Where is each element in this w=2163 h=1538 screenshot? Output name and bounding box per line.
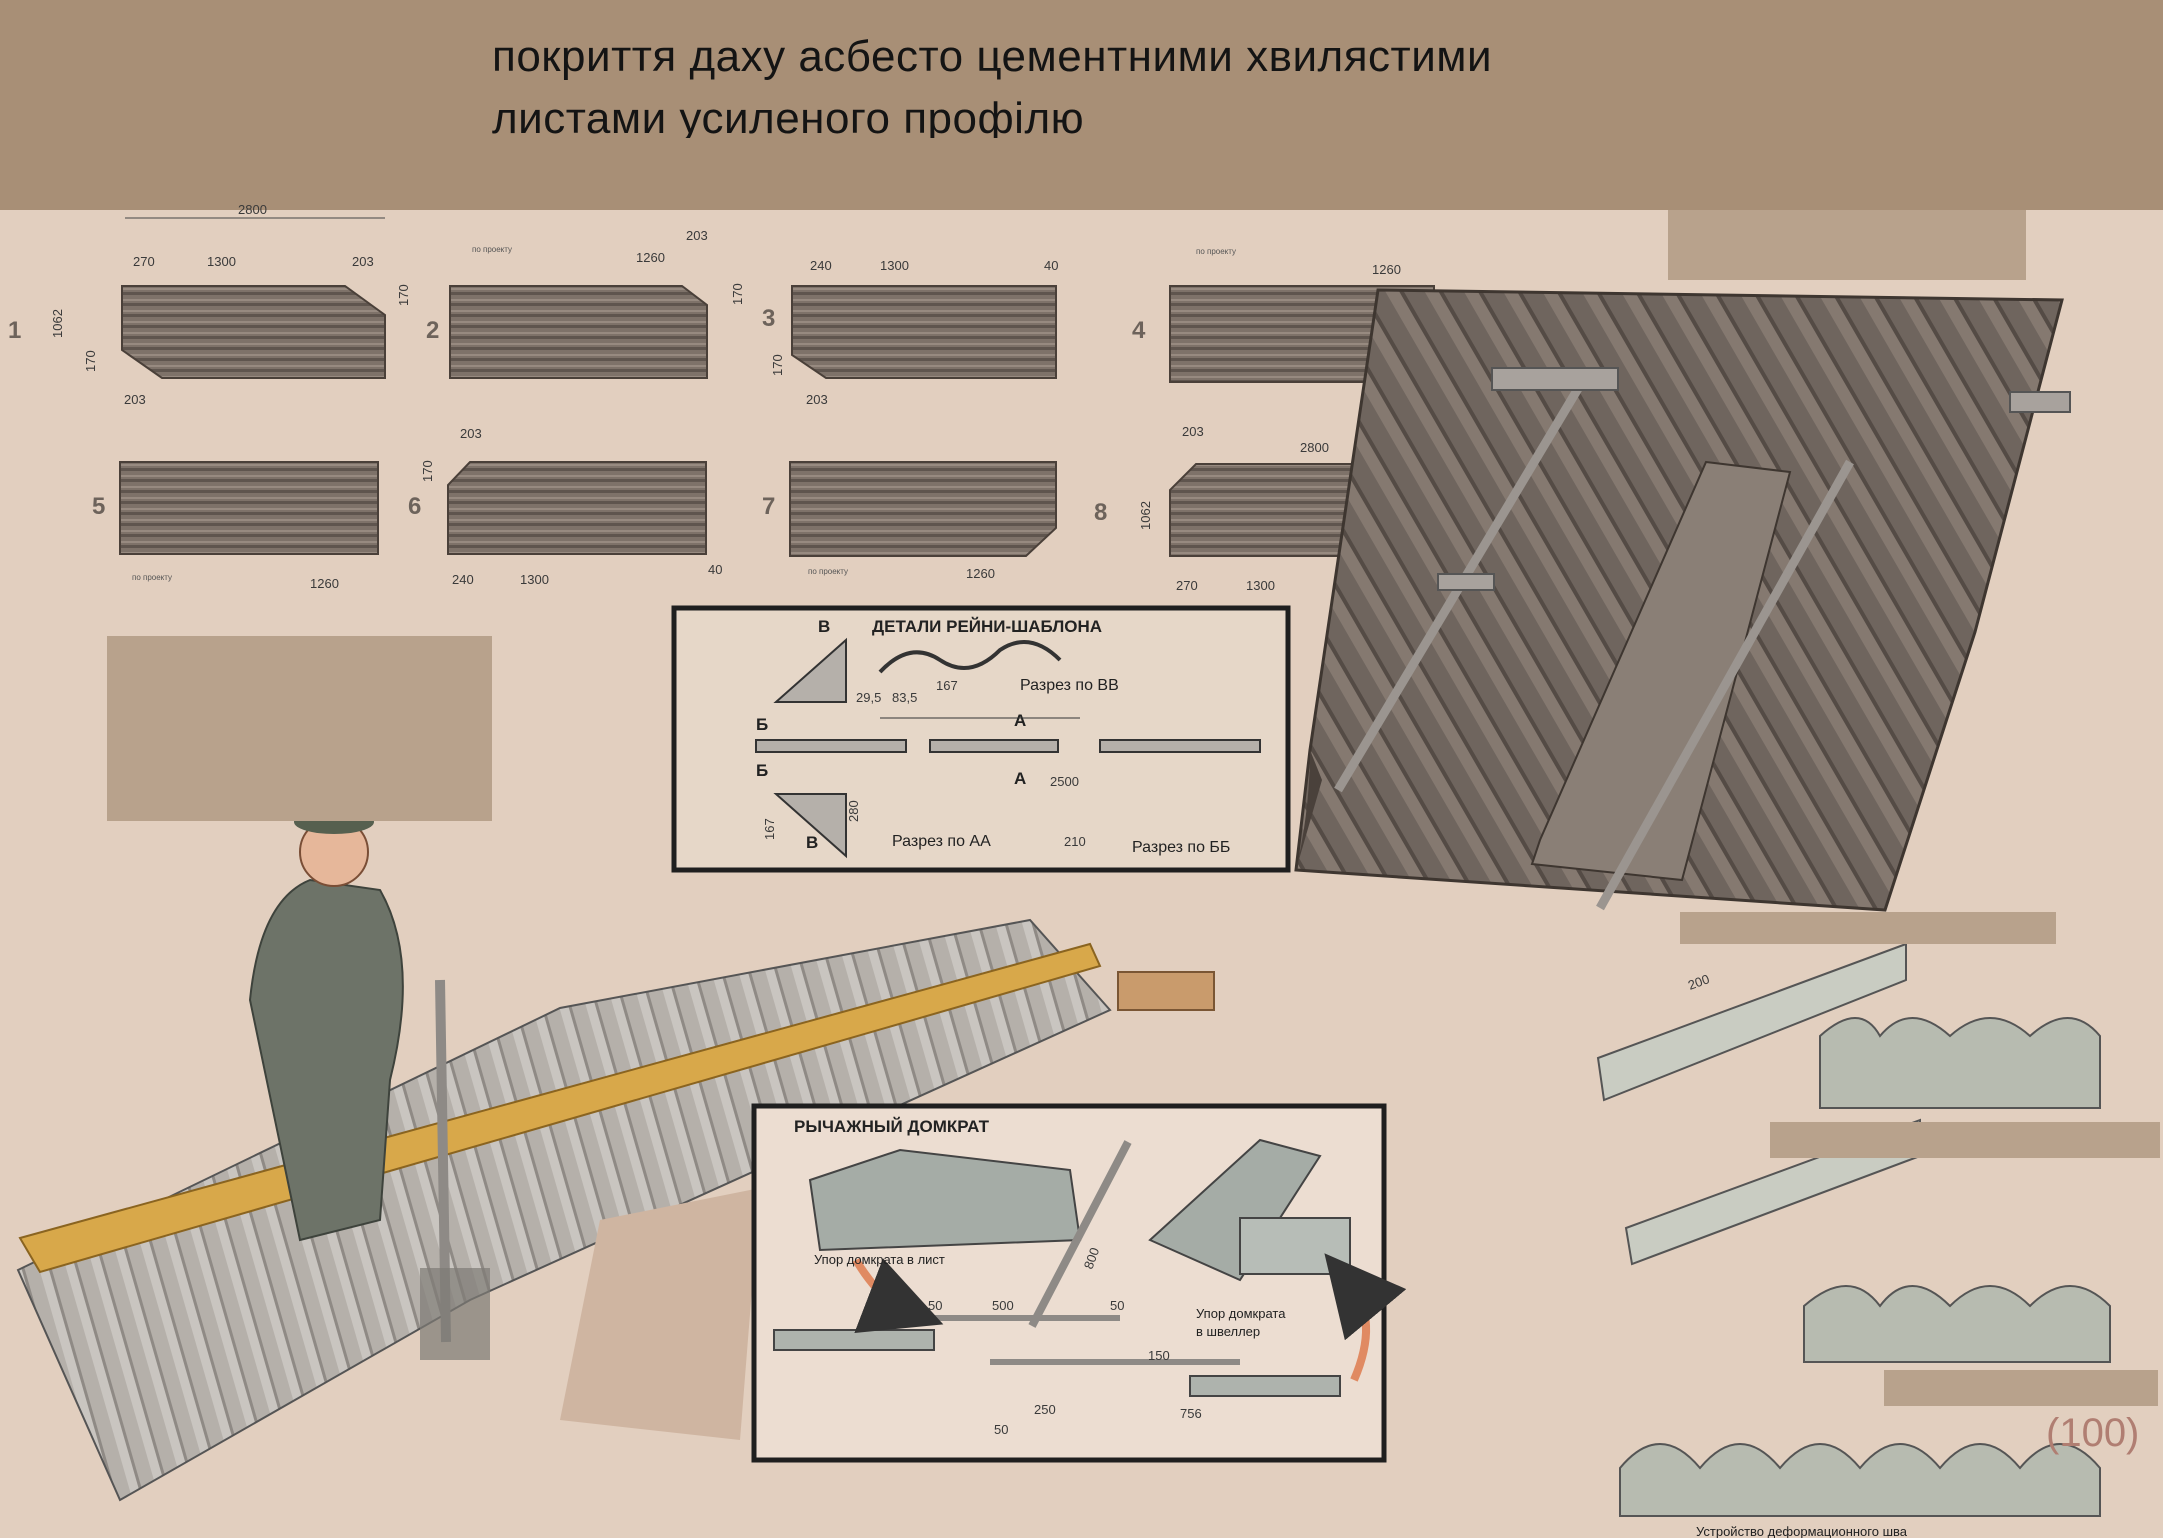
sheet-5-note: по проекту (132, 573, 172, 582)
sheet-6-dim-d: 1300 (520, 572, 549, 587)
overlay-patch-2 (107, 636, 492, 821)
sheet-8-dim-a: 203 (1182, 424, 1204, 439)
sheet-5: 5 по проекту 1260 (92, 461, 379, 591)
sheet-6-dim-b: 170 (420, 460, 435, 482)
template-dim-a: 29,5 (856, 690, 881, 705)
worker-scene (16, 810, 1215, 1502)
sheet-number-4: 4 (1132, 317, 1146, 344)
section-bb-label: Разрез по ББ (1132, 839, 1230, 856)
roof-installation-view (1294, 288, 2071, 912)
sheet-3-dim-e: 203 (806, 392, 828, 407)
sheet-7-dim-a: 1260 (966, 566, 995, 581)
sheet-1: 1 2800 270 1300 203 1062 170 170 203 (8, 202, 411, 407)
template-letter-v-bottom: В (806, 833, 818, 852)
section-vv-label: Разрез по ВВ (1020, 677, 1119, 694)
sheet-1-dim-c: 203 (352, 254, 374, 269)
sheet-1-dim-total: 2800 (238, 202, 267, 217)
sheet-6-dim-a: 203 (460, 426, 482, 441)
jack-label-channel-1: Упор домкрата (1196, 1306, 1286, 1321)
jack-box-title: РЫЧАЖНЫЙ ДОМКРАТ (794, 1117, 990, 1136)
sheet-number-1: 1 (8, 317, 21, 344)
overlay-patch-3 (1680, 912, 2056, 944)
sheet-number-5: 5 (92, 493, 105, 520)
template-dim-f: 167 (762, 818, 777, 840)
sheet-5-dim-a: 1260 (310, 576, 339, 591)
section-aa-label: Разрез по АА (892, 833, 991, 850)
jack-dim-b: 500 (992, 1298, 1014, 1313)
jack-dim-e: 150 (1148, 1348, 1170, 1363)
sheet-number-7: 7 (762, 493, 775, 520)
sheet-number-2: 2 (426, 317, 439, 344)
sheet-1-dim-f: 203 (124, 392, 146, 407)
bottom-caption: Устройство деформационного шва (1696, 1524, 1908, 1538)
template-letter-b-top: Б (756, 715, 768, 734)
template-box-title: ДЕТАЛИ РЕЙНИ-ШАБЛОНА (872, 617, 1102, 636)
sheet-number-3: 3 (762, 305, 775, 332)
sheet-number-8: 8 (1094, 499, 1107, 526)
jack-dim-h: 50 (994, 1422, 1008, 1437)
sheet-3-dim-c: 40 (1044, 258, 1058, 273)
jack-label-channel-2: в швеллер (1196, 1324, 1260, 1339)
template-dim-b: 83,5 (892, 690, 917, 705)
sheet-1-dim-a: 270 (133, 254, 155, 269)
overlay-patch-1 (1668, 210, 2026, 280)
jack-dim-a: 50 (928, 1298, 942, 1313)
sheet-7: 7 по проекту 1260 (762, 461, 1057, 581)
template-dim-g: 210 (1064, 834, 1086, 849)
sheet-7-note: по проекту (808, 567, 848, 576)
sheet-2: 2 по проекту 1260 203 170 (426, 228, 745, 379)
sheet-8-dim-e: 1300 (1246, 578, 1275, 593)
sheet-1-dim-e: 170 (83, 350, 98, 372)
sheet-3-dim-a: 240 (810, 258, 832, 273)
sheet-4-note: по проекту (1196, 247, 1236, 256)
sheet-2-dim-b: 203 (686, 228, 708, 243)
sheet-8-dim-b: 2800 (1300, 440, 1329, 455)
overlay-patch-4 (1770, 1122, 2160, 1158)
jack-dim-g: 756 (1180, 1406, 1202, 1421)
sheet-2-dim-c: 170 (730, 283, 745, 305)
page-title: покриття даху асбесто цементними хвиляст… (492, 32, 1493, 81)
sheet-3: 3 240 1300 40 170 203 (762, 258, 1058, 407)
jack-label-sheet: Упор домкрата в лист (814, 1252, 945, 1267)
sheet-2-note: по проекту (472, 245, 512, 254)
page-subtitle: листами усиленого профілю (492, 94, 1085, 138)
sheet-8-dim-c: 1062 (1138, 501, 1153, 530)
lever-jack-box: РЫЧАЖНЫЙ ДОМКРАТ Упор домкрата в лист Уп… (751, 1103, 1407, 1463)
template-letter-v-top: В (818, 617, 830, 636)
jack-dim-f: 250 (1034, 1402, 1056, 1417)
jack-dim-d: 800 (1081, 1246, 1103, 1272)
template-dim-c: 167 (936, 678, 958, 693)
sheet-6: 6 203 170 240 1300 40 (408, 426, 722, 587)
template-letter-b-bottom: Б (756, 761, 768, 780)
sheet-1-dim-b: 1300 (207, 254, 236, 269)
sheet-2-dim-a: 1260 (636, 250, 665, 265)
template-dim-e: 280 (846, 800, 861, 822)
template-dim-d: 2500 (1050, 774, 1079, 789)
template-letter-a-bottom: А (1014, 769, 1026, 788)
sheet-1-dim-height: 1062 (50, 309, 65, 338)
sheet-6-dim-c: 240 (452, 572, 474, 587)
ridge-dim: 200 (1686, 971, 1712, 993)
sheet-1-dim-d: 170 (396, 284, 411, 306)
sheet-number-6: 6 (408, 493, 421, 520)
template-details-box: ДЕТАЛИ РЕЙНИ-ШАБЛОНА В В Б Б А А Разрез … (671, 605, 1291, 873)
jack-dim-c: 50 (1110, 1298, 1124, 1313)
ridge-details: 200 Устройство деформационного шва (100) (1596, 942, 2139, 1538)
sheet-3-dim-b: 1300 (880, 258, 909, 273)
sheet-3-dim-d: 170 (770, 354, 785, 376)
corner-mark: (100) (2046, 1411, 2139, 1455)
sheet-8-dim-d: 270 (1176, 578, 1198, 593)
overlay-patch-5 (1884, 1370, 2158, 1406)
sheet-6-dim-e: 40 (708, 562, 722, 577)
header-band (0, 0, 2163, 210)
sheet-4-dim-a: 1260 (1372, 262, 1401, 277)
template-letter-a-top: А (1014, 711, 1026, 730)
